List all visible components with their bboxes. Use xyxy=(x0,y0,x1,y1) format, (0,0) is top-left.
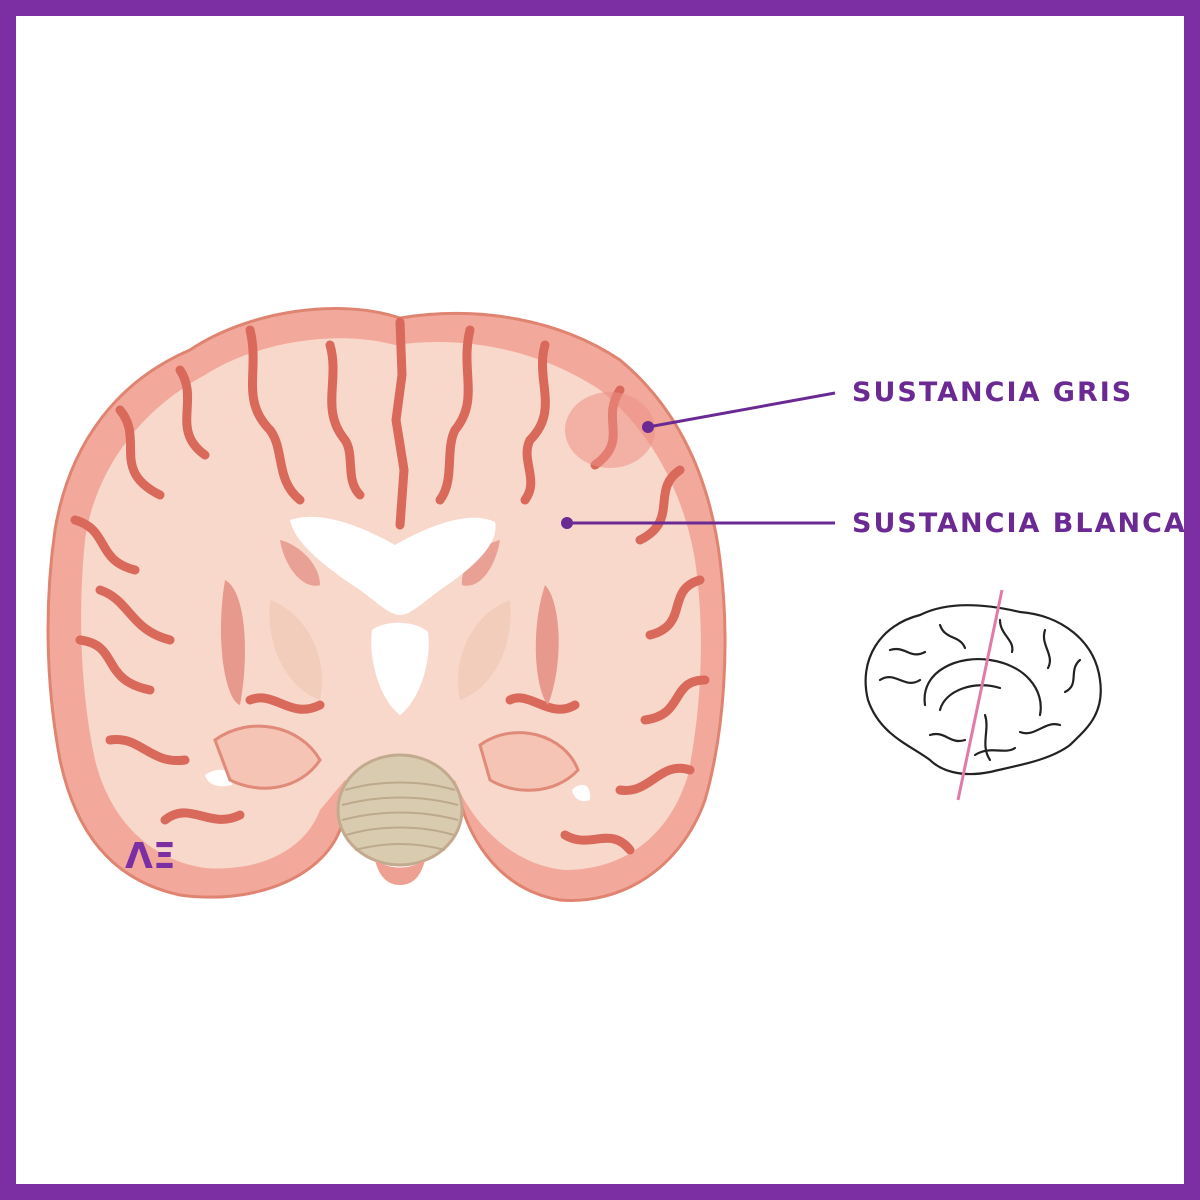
gray-matter-pointer-dot xyxy=(642,421,654,433)
right-internal-capsule xyxy=(458,600,511,700)
lateral-ventricles xyxy=(290,516,496,615)
coronal-brain-section xyxy=(46,307,727,902)
gray-matter-leader-line xyxy=(647,391,836,429)
left-putamen xyxy=(220,580,245,705)
left-hippocampus xyxy=(213,724,322,790)
pons xyxy=(336,753,464,867)
white-matter-pointer-dot xyxy=(561,517,573,529)
gray-matter-highlight xyxy=(565,392,655,468)
right-temporal-horn xyxy=(572,784,591,802)
left-internal-capsule xyxy=(269,600,322,700)
right-hippocampus xyxy=(478,731,580,792)
coronal-cut-line xyxy=(956,589,1004,801)
basilar-tip xyxy=(375,860,425,885)
right-putamen xyxy=(535,585,559,705)
logo-mark: ΛΞ xyxy=(125,836,176,877)
left-caudate xyxy=(280,540,320,586)
left-temporal-horn xyxy=(205,769,233,787)
gray-matter-label: SUSTANCIA GRIS xyxy=(852,377,1133,408)
sagittal-brain-outline-icon xyxy=(864,604,1102,776)
pons-fibers xyxy=(341,781,459,851)
third-ventricle xyxy=(371,622,429,715)
right-caudate xyxy=(461,540,500,586)
white-matter-label: SUSTANCIA BLANCA xyxy=(852,508,1187,539)
